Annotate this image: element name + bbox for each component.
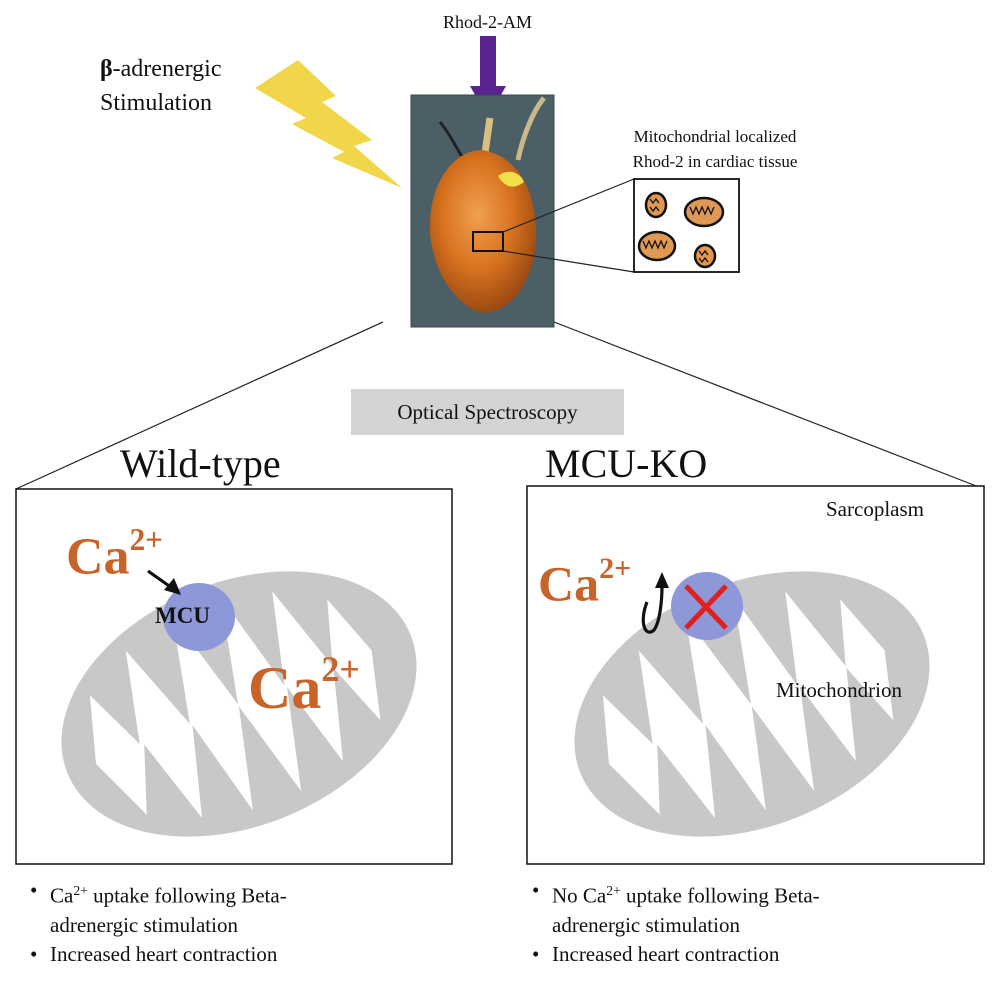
list-item: • Increased heart contraction <box>30 941 278 966</box>
mitochondrion-icon <box>644 191 668 219</box>
mcu-channel <box>163 583 235 651</box>
wildtype-panel <box>15 488 453 865</box>
mitochondrion-icon <box>637 230 677 262</box>
knockout-panel <box>526 485 985 865</box>
calcium-ion-inside: Ca2+ <box>248 649 360 721</box>
mitochondrion-icon <box>693 243 717 269</box>
wildtype-title: Wild-type <box>120 441 281 486</box>
list-item: • Ca2+ uptake following Beta- adrenergic… <box>30 878 287 937</box>
mitochondrion-icon <box>683 196 725 228</box>
zoom-line-top <box>502 178 635 233</box>
beta-symbol: β <box>100 56 113 82</box>
projection-line-left <box>15 321 384 490</box>
stimulation-label: β-adrenergic Stimulation <box>100 56 222 116</box>
mitochondrion-label: Mitochondrion <box>776 678 902 702</box>
inset-caption: Mitochondrial localized Rhod-2 in cardia… <box>632 127 798 171</box>
uptake-arrow-icon <box>147 569 181 595</box>
calcium-ion-outside: Ca2+ <box>66 522 163 586</box>
rebound-arrow-icon <box>641 572 669 634</box>
sarcoplasm-label: Sarcoplasm <box>826 497 924 521</box>
lightning-bolt-icon <box>255 60 402 188</box>
mitochondria-inset <box>633 178 740 273</box>
projection-line-right <box>553 321 985 490</box>
calcium-ion-ko: Ca2+ <box>538 552 632 612</box>
mcu-label: MCU <box>155 603 210 628</box>
method-label: Optical Spectroscopy <box>351 389 624 435</box>
list-item: • Increased heart contraction <box>532 941 780 966</box>
block-x-icon <box>684 584 728 630</box>
dye-label: Rhod-2-AM <box>443 12 532 32</box>
mitochondrion-shape <box>61 571 417 837</box>
knockout-title: MCU-KO <box>545 441 708 486</box>
wildtype-bullets: • Ca2+ uptake following Beta- adrenergic… <box>30 876 430 969</box>
heart-image <box>410 94 555 328</box>
knockout-bullets: • No Ca2+ uptake following Beta- adrener… <box>532 876 952 969</box>
zoom-line-bottom <box>502 250 635 273</box>
mitochondrion-shape <box>574 571 930 837</box>
list-item: • No Ca2+ uptake following Beta- adrener… <box>532 878 820 937</box>
